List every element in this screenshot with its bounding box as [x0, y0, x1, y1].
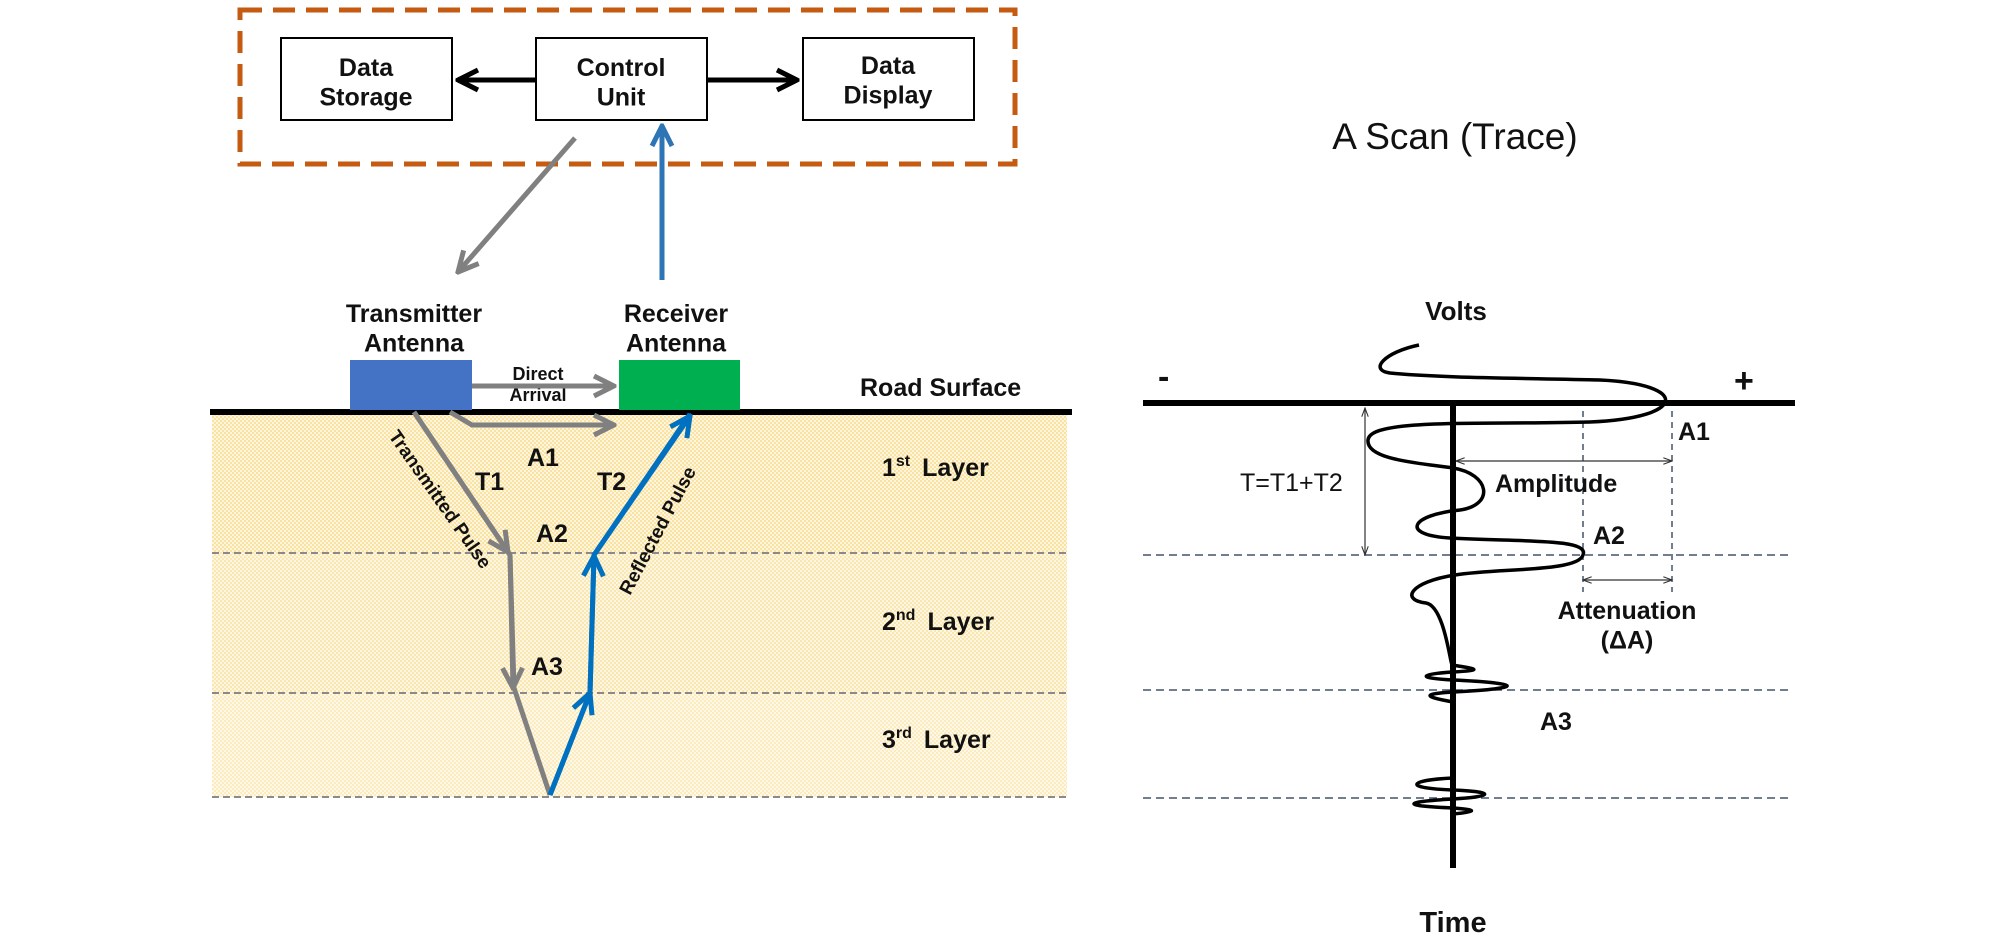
transmitted-arrow-1 — [411, 410, 508, 552]
t1-label: T1 — [475, 468, 504, 496]
attenuation-label: Attenuation(ΔA) — [1558, 597, 1697, 655]
text-line: Transmitter — [346, 300, 482, 328]
trace-waveform — [1366, 343, 1668, 816]
text-line: Unit — [597, 84, 646, 112]
text-line: Control — [577, 54, 666, 82]
time-label: Time — [1419, 907, 1486, 939]
text-line: Antenna — [626, 330, 727, 358]
amplitude-label: Amplitude — [1495, 470, 1617, 498]
transmitted-arrow-2 — [510, 554, 513, 688]
a1-label-left: A1 — [527, 444, 559, 472]
data-display-box — [802, 37, 975, 121]
transmitter-antenna — [350, 360, 472, 410]
text-line: Data — [339, 54, 394, 82]
minus-sign: - — [1158, 358, 1169, 396]
a3-label-left: A3 — [531, 653, 563, 681]
t2-label: T2 — [597, 468, 626, 496]
a3-label-right: A3 — [1540, 708, 1572, 736]
data-storage-box — [280, 37, 453, 121]
travel-time-label: T=T1+T2 — [1240, 469, 1343, 497]
surface-wave-arrow — [448, 409, 614, 425]
text-line: Data — [861, 52, 916, 80]
text-line: Storage — [319, 84, 412, 112]
road-surface-label: Road Surface — [860, 374, 1021, 402]
control-to-transmitter-arrow — [458, 136, 577, 272]
text-line: Direct — [512, 364, 563, 384]
text-line: Antenna — [364, 330, 465, 358]
volts-label: Volts — [1425, 296, 1487, 326]
a-scan-panel: A Scan (Trace) Volts Time - + A1 A2 A3 A… — [1143, 116, 1795, 939]
ground-layer-1 — [212, 412, 1067, 553]
ground-layer-3 — [212, 693, 1067, 797]
reflected-arrow-3 — [591, 416, 690, 557]
text-line: Receiver — [624, 300, 729, 328]
text-line: (ΔA) — [1601, 627, 1654, 655]
text-line: Display — [844, 82, 933, 110]
ground-layer-2 — [212, 553, 1067, 693]
a2-label-left: A2 — [536, 520, 568, 548]
a-scan-title: A Scan (Trace) — [1332, 116, 1577, 157]
a1-label-right: A1 — [1678, 418, 1710, 446]
reflected-arrow-2 — [590, 556, 594, 694]
text-line: Arrival — [509, 385, 566, 405]
plus-sign: + — [1734, 362, 1754, 400]
reflected-arrow-1 — [547, 693, 590, 796]
receiver-antenna — [619, 360, 740, 410]
text-line: Attenuation — [1558, 597, 1697, 625]
a2-label-right: A2 — [1593, 522, 1625, 550]
